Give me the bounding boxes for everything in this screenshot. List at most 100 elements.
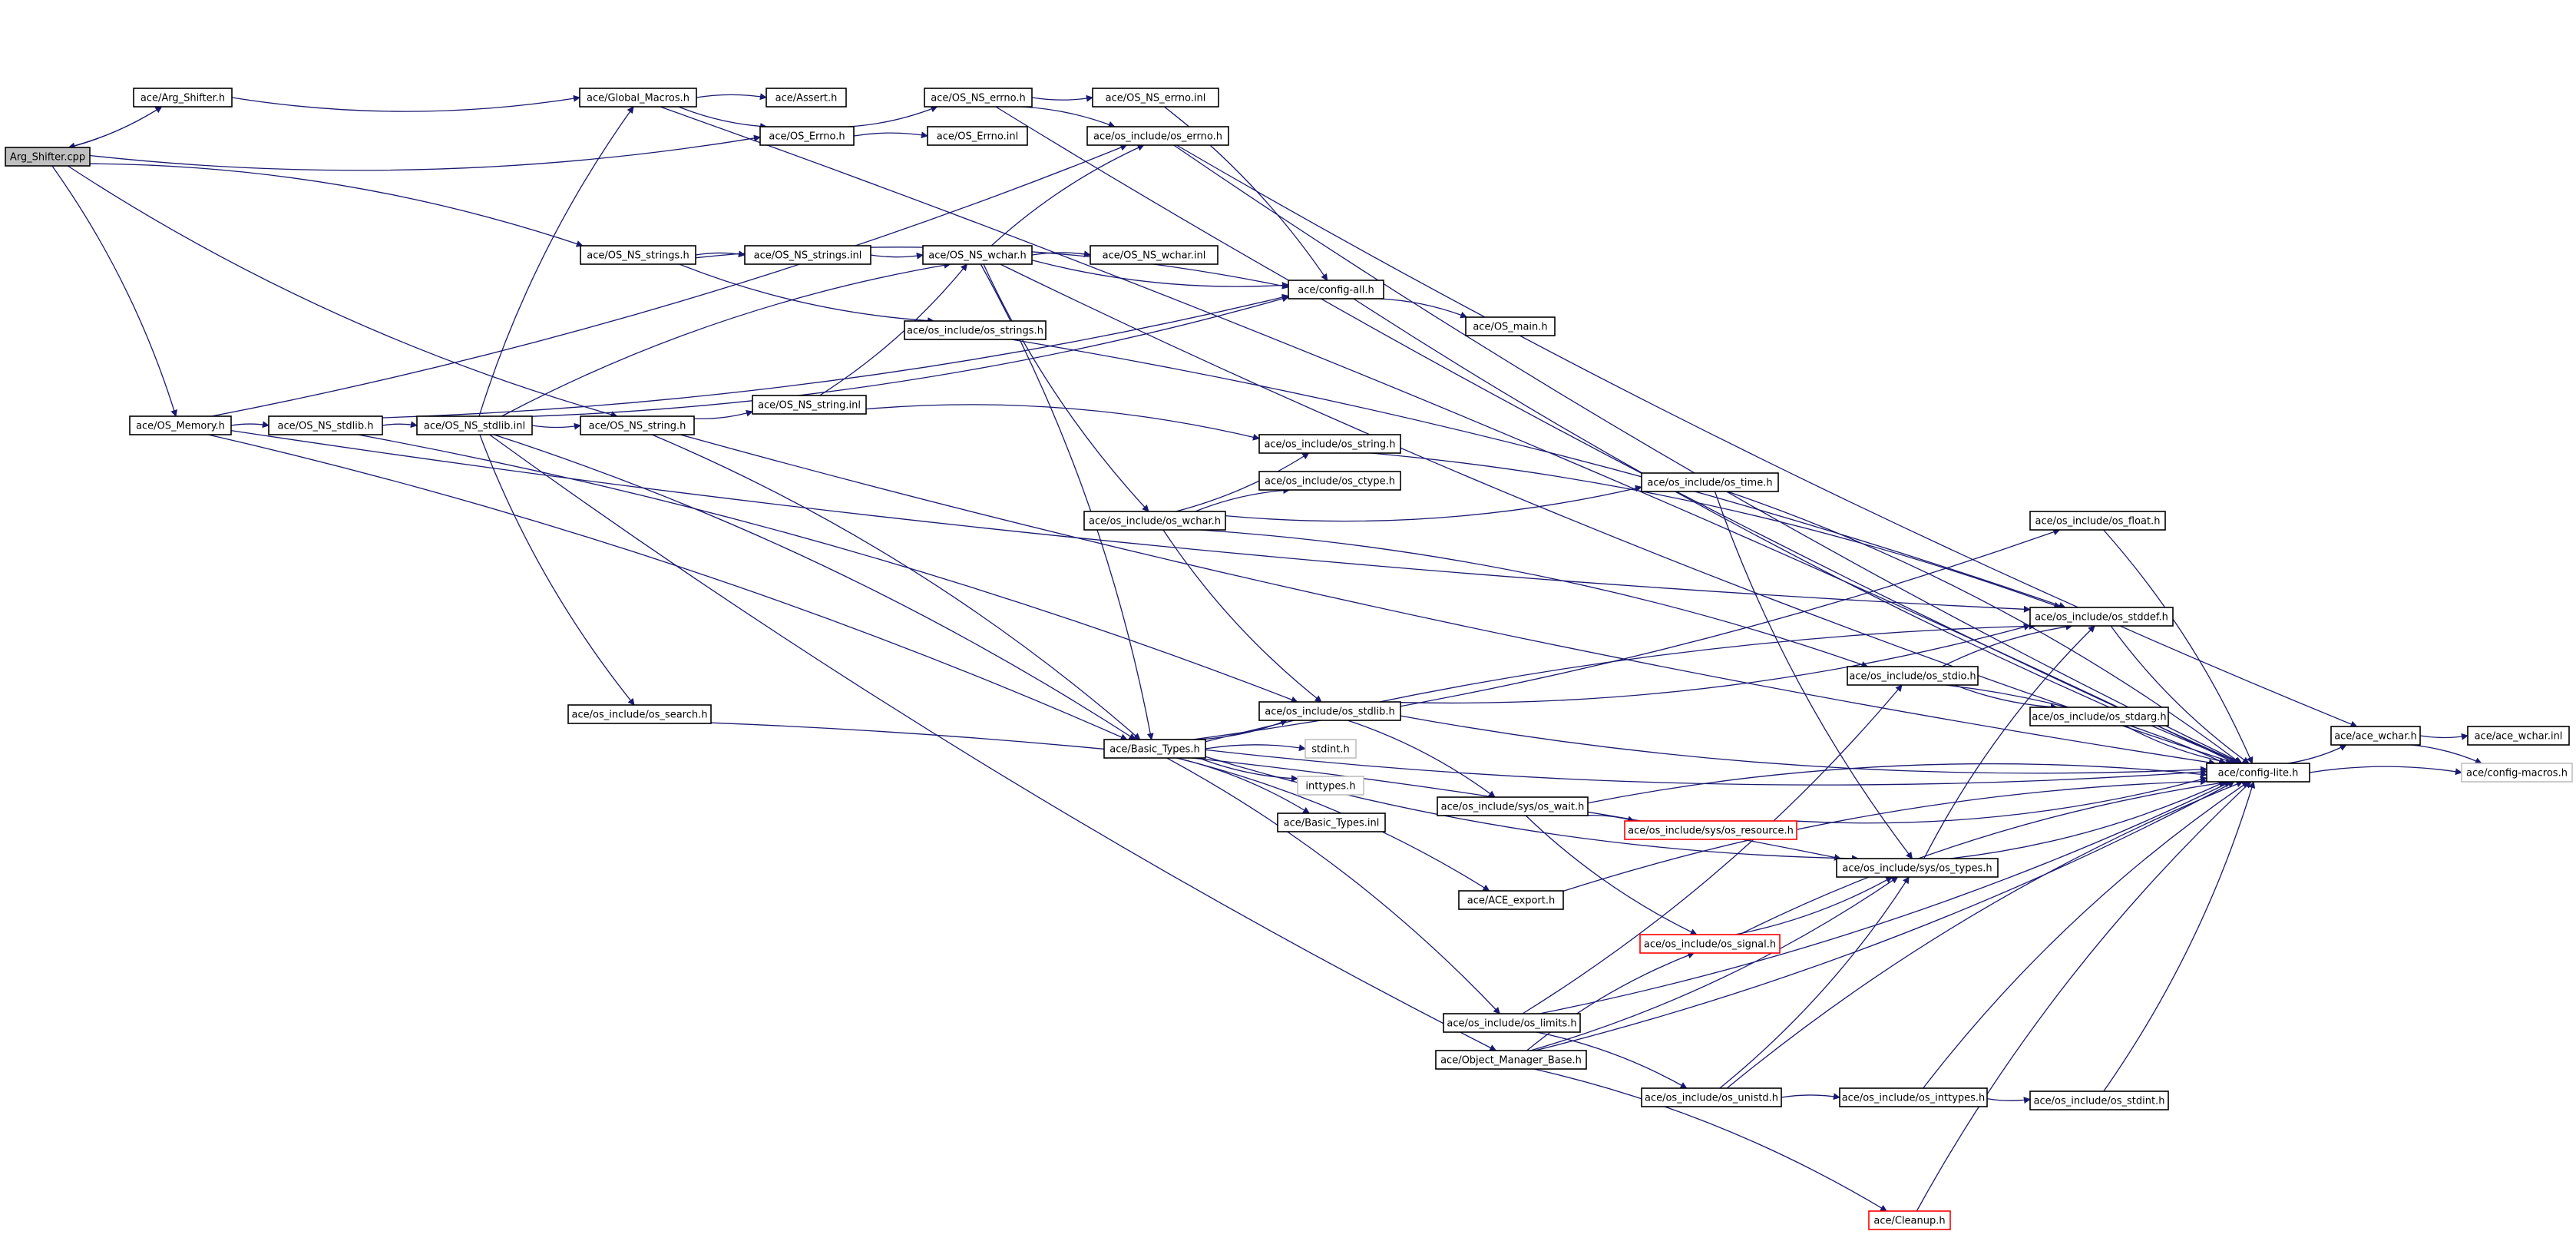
edge-arg-shifter-cpp-to-arg-shifter-h [68, 106, 163, 148]
graph-node-config-lite-h[interactable]: ace/config-lite.h [2206, 763, 2310, 783]
graph-node-os-ns-stdlib-h[interactable]: ace/OS_NS_stdlib.h [268, 415, 383, 435]
graph-node-os-include-os-ctype-h[interactable]: ace/os_include/os_ctype.h [1258, 471, 1401, 491]
graph-node-object-manager-base-h[interactable]: ace/Object_Manager_Base.h [1435, 1050, 1587, 1070]
edge-basic-types-h-to-os-include-os-stdlib-h [1197, 719, 1288, 740]
graph-node-arg-shifter-h[interactable]: ace/Arg_Shifter.h [133, 88, 233, 108]
graph-node-os-ns-wchar-inl[interactable]: ace/OS_NS_wchar.inl [1090, 245, 1219, 265]
graph-node-os-include-os-unistd-h[interactable]: ace/os_include/os_unistd.h [1641, 1087, 1782, 1107]
edge-basic-types-h-to-inttypes-h [1199, 757, 1298, 783]
edge-os-include-os-wchar-h-to-os-include-os-string-h [1176, 452, 1310, 512]
edge-os-ns-string-h-to-config-lite-h [680, 434, 2216, 766]
node-box [2461, 763, 2573, 783]
node-box [1297, 776, 1364, 796]
node-label: ace/OS_NS_stdlib.h [278, 421, 374, 432]
graph-node-os-ns-stdlib-inl[interactable]: ace/OS_NS_stdlib.inl [416, 415, 533, 435]
graph-node-os-include-os-string-h[interactable]: ace/os_include/os_string.h [1258, 434, 1401, 454]
graph-node-os-include-os-time-h[interactable]: ace/os_include/os_time.h [1641, 472, 1779, 492]
node-label: ace/os_include/os_inttypes.h [1842, 1093, 1986, 1104]
graph-node-os-ns-strings-h[interactable]: ace/OS_NS_strings.h [580, 245, 696, 265]
edge-global-macros-h-to-config-lite-h [660, 106, 2237, 764]
edge-os-include-os-inttypes-h-to-os-include-os-stdint-h [1986, 1097, 2031, 1104]
graph-node-os-ns-string-h[interactable]: ace/OS_NS_string.h [580, 415, 695, 435]
edge-os-include-os-signal-h-to-config-lite-h [1739, 779, 2230, 935]
node-box [580, 415, 695, 435]
graph-node-os-ns-errno-h[interactable]: ace/OS_NS_errno.h [924, 88, 1033, 108]
edge-os-include-sys-os-wait-h-to-os-include-sys-os-resource-h [1587, 815, 1635, 823]
node-label: ace/os_include/os_stdlib.h [1265, 707, 1394, 718]
node-label: ace/OS_Errno.inl [937, 131, 1018, 143]
node-box [1435, 1050, 1587, 1070]
node-box [2029, 607, 2174, 627]
graph-node-config-all-h[interactable]: ace/config-all.h [1288, 280, 1384, 300]
graph-node-arg-shifter-cpp[interactable]: Arg_Shifter.cpp [5, 147, 91, 167]
edge-os-include-os-unistd-h-to-os-include-sys-os-types-h [1719, 876, 1910, 1089]
graph-node-os-ns-strings-inl[interactable]: ace/OS_NS_strings.inl [744, 245, 871, 265]
edge-cleanup-h-to-config-lite-h [1916, 781, 2252, 1212]
node-label: ace/os_include/os_strings.h [907, 326, 1043, 337]
graph-node-os-ns-string-inl[interactable]: ace/OS_NS_string.inl [752, 395, 867, 415]
graph-node-os-include-sys-os-resource-h[interactable]: ace/os_include/sys/os_resource.h [1624, 820, 1797, 840]
graph-node-os-main-h[interactable]: ace/OS_main.h [1465, 316, 1556, 336]
edge-os-include-os-stdlib-h-to-os-include-sys-os-wait-h [1347, 720, 1496, 798]
graph-node-os-include-os-search-h[interactable]: ace/os_include/os_search.h [567, 704, 712, 724]
node-box [744, 245, 871, 265]
graph-node-os-include-os-wchar-h[interactable]: ace/os_include/os_wchar.h [1083, 511, 1226, 531]
graph-node-os-ns-errno-inl[interactable]: ace/OS_NS_errno.inl [1092, 88, 1219, 108]
node-box [1639, 934, 1781, 954]
edge-os-ns-errno-h-to-config-lite-h [995, 106, 2242, 764]
graph-node-os-include-os-stdint-h[interactable]: ace/os_include/os_stdint.h [2029, 1090, 2169, 1110]
node-label: ace/OS_NS_errno.inl [1106, 93, 1206, 104]
node-label: ace/Assert.h [775, 93, 838, 104]
graph-node-os-include-os-errno-h[interactable]: ace/os_include/os_errno.h [1086, 126, 1229, 146]
graph-node-basic-types-inl[interactable]: ace/Basic_Types.inl [1277, 812, 1386, 832]
edge-os-ns-stdlib-inl-to-os-include-os-search-h [479, 434, 635, 706]
graph-node-global-macros-h[interactable]: ace/Global_Macros.h [579, 88, 697, 108]
graph-node-config-macros-h[interactable]: ace/config-macros.h [2461, 763, 2573, 783]
graph-node-os-include-os-signal-h[interactable]: ace/os_include/os_signal.h [1639, 934, 1781, 954]
graph-node-stdint-h[interactable]: stdint.h [1305, 739, 1357, 759]
edge-os-include-os-errno-h-to-ace-wchar-h [1176, 144, 2358, 728]
edge-os-ns-strings-h-to-os-ns-strings-inl [695, 250, 746, 258]
edge-os-ns-stdlib-inl-to-os-ns-string-h [531, 422, 581, 430]
node-box [1847, 666, 1979, 686]
graph-node-assert-h[interactable]: ace/Assert.h [766, 88, 847, 108]
node-box [1465, 316, 1556, 336]
node-label: ace/OS_Errno.h [769, 131, 845, 143]
node-box [2029, 707, 2169, 726]
edge-os-include-os-stdlib-h-to-config-lite-h [1400, 715, 2207, 774]
node-label: ace/ace_wchar.inl [2475, 731, 2563, 743]
edge-object-manager-base-h-to-os-include-sys-os-types-h [1530, 876, 1899, 1051]
node-box [5, 147, 91, 167]
graph-node-os-errno-inl[interactable]: ace/OS_Errno.inl [927, 126, 1028, 146]
graph-node-os-include-os-inttypes-h[interactable]: ace/os_include/os_inttypes.h [1839, 1087, 1988, 1107]
graph-node-ace-wchar-h[interactable]: ace/ace_wchar.h [2330, 726, 2421, 746]
node-box [1641, 1087, 1782, 1107]
graph-node-os-ns-wchar-h[interactable]: ace/OS_NS_wchar.h [922, 245, 1033, 265]
graph-node-cleanup-h[interactable]: ace/Cleanup.h [1868, 1210, 1951, 1230]
edge-os-include-os-limits-h-to-os-include-os-unistd-h [1536, 1031, 1688, 1089]
node-box [922, 245, 1033, 265]
node-box [1458, 890, 1564, 910]
node-box [1437, 796, 1589, 816]
graph-node-os-include-os-stdarg-h[interactable]: ace/os_include/os_stdarg.h [2029, 707, 2169, 726]
graph-node-os-include-sys-os-types-h[interactable]: ace/os_include/sys/os_types.h [1836, 858, 1999, 878]
graph-node-ace-export-h[interactable]: ace/ACE_export.h [1458, 890, 1564, 910]
graph-node-os-include-sys-os-wait-h[interactable]: ace/os_include/sys/os_wait.h [1437, 796, 1589, 816]
graph-node-ace-wchar-inl[interactable]: ace/ace_wchar.inl [2467, 726, 2570, 746]
node-label: ace/OS_NS_string.h [589, 421, 686, 432]
node-box [567, 704, 712, 724]
graph-node-inttypes-h[interactable]: inttypes.h [1297, 776, 1364, 796]
node-box [927, 126, 1028, 146]
edge-os-include-os-stdio-h-to-os-include-os-stddef-h [1942, 623, 2073, 667]
graph-node-os-errno-h[interactable]: ace/OS_Errno.h [759, 126, 855, 146]
graph-node-os-include-os-stddef-h[interactable]: ace/os_include/os_stddef.h [2029, 607, 2174, 627]
graph-node-os-include-os-stdlib-h[interactable]: ace/os_include/os_stdlib.h [1258, 701, 1401, 721]
graph-node-os-include-os-limits-h[interactable]: ace/os_include/os_limits.h [1443, 1013, 1581, 1033]
edge-os-include-sys-os-types-h-to-config-lite-h [1949, 781, 2226, 859]
graph-node-os-include-os-float-h[interactable]: ace/os_include/os_float.h [2029, 511, 2166, 531]
graph-node-basic-types-h[interactable]: ace/Basic_Types.h [1103, 739, 1206, 759]
graph-node-os-include-os-strings-h[interactable]: ace/os_include/os_strings.h [904, 320, 1047, 340]
graph-node-os-include-os-stdio-h[interactable]: ace/os_include/os_stdio.h [1847, 666, 1979, 686]
graph-node-os-memory-h[interactable]: ace/OS_Memory.h [129, 415, 232, 435]
